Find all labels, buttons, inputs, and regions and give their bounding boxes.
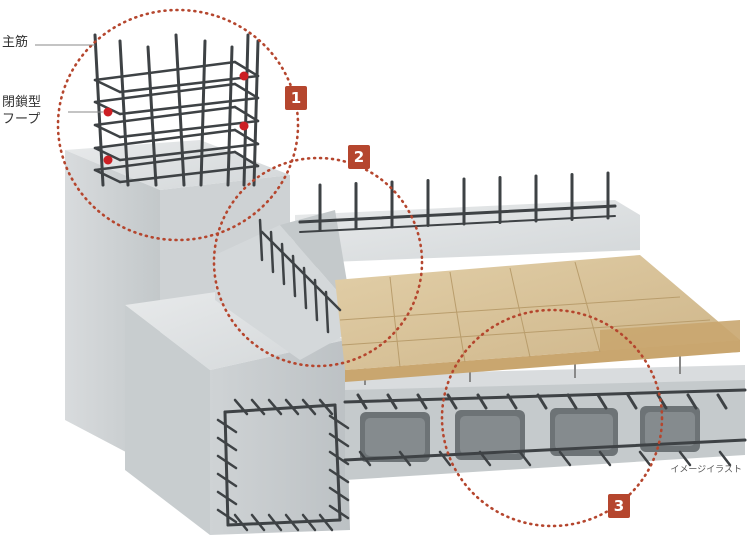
slab-rebar bbox=[626, 393, 638, 410]
main-rebar-label: 主筋 bbox=[2, 35, 29, 50]
highlight-circle-1 bbox=[56, 8, 300, 242]
foundation-rebar bbox=[267, 398, 283, 416]
closed-hoop-label-line2: フープ bbox=[2, 112, 41, 127]
callout-badge-2: 2 bbox=[348, 145, 370, 169]
foundation-rebar bbox=[216, 454, 238, 470]
leader-lines bbox=[35, 44, 103, 113]
foundation-rebar bbox=[216, 490, 238, 506]
closed-hoop bbox=[233, 128, 260, 146]
closed-hoop bbox=[93, 168, 122, 184]
slab-rebar bbox=[716, 393, 728, 410]
foundation-rebar bbox=[328, 486, 350, 502]
closed-hoop bbox=[118, 142, 260, 162]
flooring bbox=[335, 255, 740, 382]
foundation-rebar bbox=[318, 513, 334, 532]
foundation-rebar bbox=[216, 472, 238, 488]
foundation-rebar bbox=[226, 518, 342, 527]
closed-hoop-label: 閉鎖型 フープ bbox=[2, 94, 41, 128]
highlight-circle-3 bbox=[440, 308, 664, 528]
main-rebar bbox=[226, 45, 234, 187]
slab-rebar bbox=[656, 393, 668, 410]
closed-hoop bbox=[233, 150, 260, 168]
main-rebar bbox=[174, 33, 186, 187]
image-caption: イメージイラスト bbox=[670, 465, 742, 475]
foundation-rebar bbox=[216, 436, 238, 452]
foundation-rebar bbox=[250, 398, 266, 416]
closed-hoop bbox=[118, 74, 260, 94]
slab-rebar bbox=[416, 393, 428, 410]
foundation-rebar bbox=[318, 398, 334, 416]
slab-rebar bbox=[343, 388, 747, 404]
foundation-rebar bbox=[233, 513, 249, 532]
closed-hoop bbox=[118, 164, 260, 184]
slab-rebar bbox=[478, 450, 492, 467]
foundation-rebar bbox=[216, 418, 238, 434]
closed-hoop bbox=[93, 82, 237, 104]
foundation-rebar bbox=[284, 398, 300, 416]
foundation-rebar bbox=[328, 432, 350, 448]
foundation-rebar bbox=[328, 504, 350, 520]
slab-rebar bbox=[566, 393, 578, 410]
closed-hoop bbox=[233, 105, 260, 123]
callout-badge-3: 3 bbox=[608, 494, 630, 518]
beam-rebar bbox=[298, 204, 617, 224]
foundation-rebar bbox=[301, 513, 317, 532]
foundation-rebar bbox=[328, 450, 350, 466]
rebar-group bbox=[93, 33, 747, 532]
slab-rebar bbox=[598, 450, 612, 467]
slab-rebar bbox=[596, 393, 608, 410]
closed-hoop bbox=[93, 150, 237, 172]
closed-hoop-label-line1: 閉鎖型 bbox=[2, 95, 42, 110]
foundation-rebar bbox=[328, 414, 350, 430]
slab-rebar bbox=[518, 450, 532, 467]
slab-rebar bbox=[558, 450, 572, 467]
beam-rebar bbox=[299, 215, 616, 233]
foundation-rebar bbox=[333, 403, 342, 522]
closed-hoop bbox=[93, 123, 122, 139]
slab-rebar bbox=[638, 450, 652, 467]
slab-rebar bbox=[358, 450, 372, 467]
slab-rebar bbox=[446, 393, 458, 410]
slab-rebar bbox=[718, 450, 732, 467]
beam-rebar bbox=[269, 230, 275, 274]
main-rebar bbox=[242, 33, 250, 187]
foundation-rebar bbox=[284, 513, 300, 532]
closed-hoop bbox=[93, 60, 237, 82]
closed-hoop bbox=[93, 146, 122, 162]
foundation-rebar bbox=[301, 398, 317, 416]
slab-rebar bbox=[398, 450, 412, 467]
side-beam bbox=[215, 210, 350, 360]
closed-hoop bbox=[93, 105, 237, 127]
highlight-circle-2 bbox=[212, 156, 424, 368]
closed-hoop bbox=[233, 82, 260, 100]
closed-hoop bbox=[233, 60, 260, 78]
main-rebar bbox=[252, 39, 260, 187]
slab-rebar bbox=[438, 450, 452, 467]
foundation-rebar bbox=[328, 468, 350, 484]
main-rebar bbox=[93, 33, 105, 187]
callout-badge-1: 1 bbox=[285, 86, 307, 110]
foundation-rebar bbox=[250, 513, 266, 532]
beam-rebar bbox=[258, 218, 264, 262]
slab-rebar bbox=[343, 438, 747, 462]
beam-rebar bbox=[260, 230, 342, 312]
slab-rebar bbox=[678, 450, 692, 467]
closed-hoop bbox=[93, 128, 237, 150]
highlight-circles bbox=[56, 8, 664, 528]
closed-hoop bbox=[118, 96, 260, 116]
foundation-rebar bbox=[216, 508, 238, 524]
foundation-rebar bbox=[267, 513, 283, 532]
hoop-markers bbox=[103, 71, 249, 165]
closed-hoop bbox=[118, 119, 260, 139]
foundation-rebar bbox=[233, 398, 249, 416]
slab-rebar bbox=[686, 393, 698, 410]
closed-hoop bbox=[93, 78, 122, 94]
foundation-rebar bbox=[223, 410, 230, 527]
beam-rebar bbox=[324, 290, 330, 334]
